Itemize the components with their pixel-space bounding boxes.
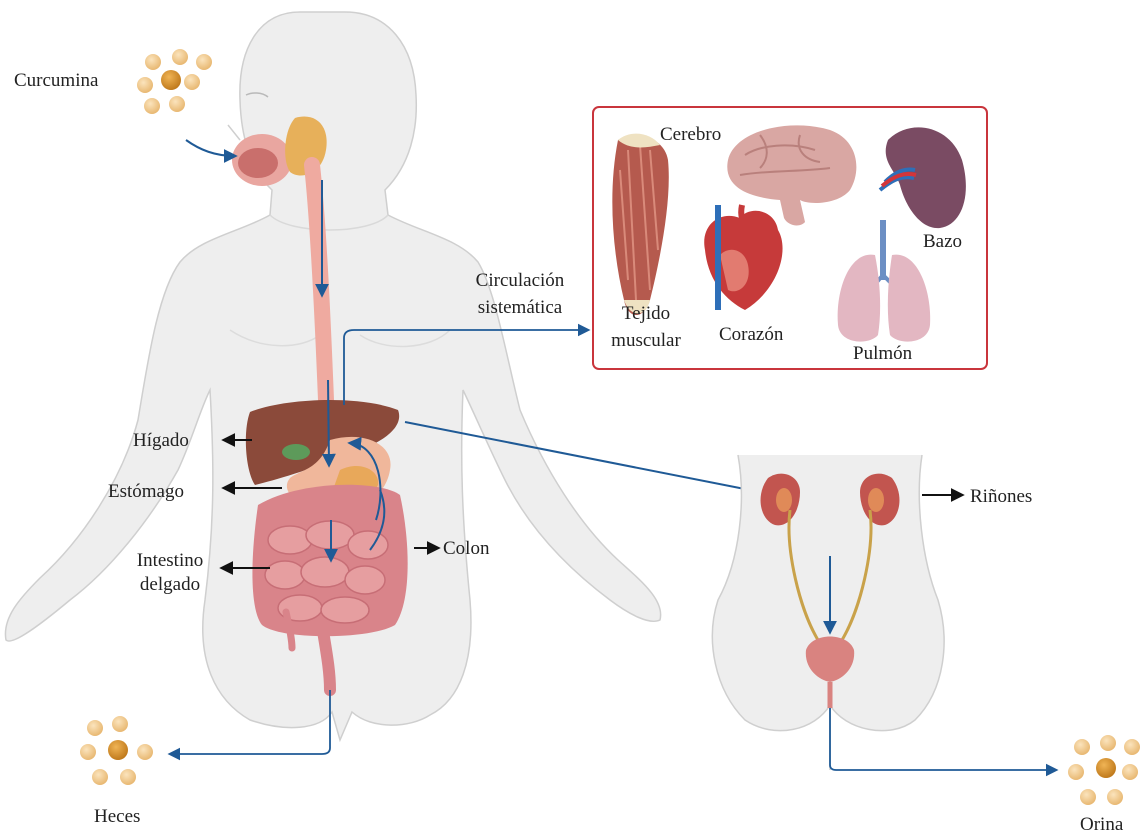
- tejido-label-line1: Tejido: [596, 302, 696, 325]
- cerebro-label: Cerebro: [660, 123, 721, 146]
- intestino-label-line1: Intestino: [120, 549, 220, 572]
- curcumina-label: Curcumina: [14, 69, 98, 92]
- tejido-label-line2: muscular: [596, 329, 696, 352]
- corazon-label: Corazón: [719, 323, 783, 346]
- pulmon-label: Pulmón: [853, 342, 912, 365]
- rinones-label: Riñones: [970, 485, 1032, 508]
- circulation-label-line2: sistemática: [455, 296, 585, 319]
- lower-body-silhouette: [712, 455, 944, 770]
- estomago-label: Estómago: [108, 480, 184, 503]
- intestino-label-line2: delgado: [120, 573, 220, 596]
- colon-label: Colon: [443, 537, 489, 560]
- gallbladder-icon: [282, 444, 310, 460]
- heces-label: Heces: [94, 805, 140, 828]
- bazo-label: Bazo: [923, 230, 962, 253]
- feces-particles-icon: [80, 716, 153, 785]
- circulation-label-line1: Circulación: [455, 269, 585, 292]
- intake-arrow: [186, 140, 235, 156]
- higado-label: Hígado: [133, 429, 189, 452]
- orina-label: Orina: [1080, 813, 1123, 836]
- curcumin-particles-icon: [137, 49, 212, 114]
- urine-particles-icon: [1068, 735, 1140, 805]
